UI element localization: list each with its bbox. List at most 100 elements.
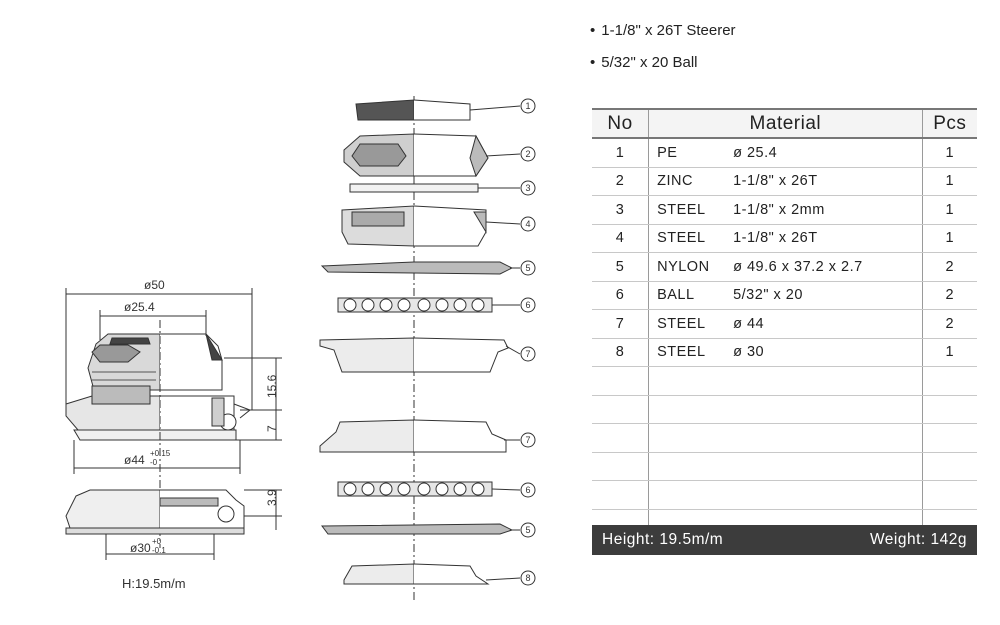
material-spec: 5/32" x 20 bbox=[733, 287, 803, 304]
callout-7b: 7 bbox=[525, 435, 530, 445]
material-name: BALL bbox=[657, 287, 695, 304]
dim-44-tol-dn: -0 bbox=[150, 458, 158, 467]
cell-no bbox=[592, 395, 650, 424]
cell-material: STEEL 1-1/8" x 2mm bbox=[648, 195, 923, 225]
dim-30-label: ø30 bbox=[130, 541, 151, 555]
cell-no bbox=[592, 366, 650, 396]
cell-pcs: 1 bbox=[922, 195, 977, 225]
cell-no: 2 bbox=[592, 167, 650, 196]
cell-material: STEEL 1-1/8" x 26T bbox=[648, 224, 923, 253]
cell-no: 6 bbox=[592, 281, 650, 310]
dim-254-label: ø25.4 bbox=[124, 300, 155, 314]
cell-pcs: 1 bbox=[922, 224, 977, 253]
cell-material: ZINC 1-1/8" x 26T bbox=[648, 167, 923, 196]
material-spec: ø 30 bbox=[733, 344, 765, 361]
height-summary: Height: 19.5m/m bbox=[602, 531, 724, 548]
cell-no: 1 bbox=[592, 138, 650, 168]
material-name: PE bbox=[657, 144, 678, 161]
cell-pcs: 2 bbox=[922, 252, 977, 282]
cell-material bbox=[648, 452, 923, 481]
material-name: STEEL bbox=[657, 344, 706, 361]
cell-no: 7 bbox=[592, 309, 650, 339]
header-pcs: Pcs bbox=[922, 108, 977, 139]
spec-line-ball: • 5/32" x 20 Ball bbox=[590, 54, 697, 71]
dim-50-label: ø50 bbox=[144, 278, 165, 292]
material-name: ZINC bbox=[657, 173, 693, 190]
material-spec: ø 44 bbox=[733, 315, 765, 332]
cell-no: 8 bbox=[592, 338, 650, 367]
bullet-icon: • bbox=[590, 54, 596, 71]
cell-material bbox=[648, 480, 923, 510]
table-row-empty bbox=[592, 423, 977, 453]
cell-pcs bbox=[922, 452, 977, 481]
material-spec: ø 25.4 bbox=[733, 144, 778, 161]
dim-39-label: 3.9 bbox=[265, 489, 279, 506]
table-header-row: No Material Pcs bbox=[592, 108, 977, 139]
cell-no bbox=[592, 480, 650, 510]
cell-pcs: 1 bbox=[922, 167, 977, 196]
cell-material bbox=[648, 366, 923, 396]
cell-no bbox=[592, 452, 650, 481]
table-row-empty bbox=[592, 480, 977, 510]
spec-ball-text: 5/32" x 20 Ball bbox=[601, 54, 698, 71]
dim-44-label: ø44 bbox=[124, 453, 145, 467]
callout-8: 8 bbox=[525, 573, 530, 583]
cell-no: 4 bbox=[592, 224, 650, 253]
dim-30-tol-dn: -0.1 bbox=[152, 546, 166, 555]
callout-1: 1 bbox=[525, 101, 530, 111]
cell-material: PE ø 25.4 bbox=[648, 138, 923, 168]
dim-156-label: 15.6 bbox=[265, 374, 279, 398]
material-spec: 1-1/8" x 26T bbox=[733, 230, 818, 247]
cell-no bbox=[592, 423, 650, 453]
callout-5: 5 bbox=[525, 263, 530, 273]
cell-pcs bbox=[922, 395, 977, 424]
cell-pcs bbox=[922, 366, 977, 396]
table-row-empty bbox=[592, 395, 977, 424]
dim-44-tol-up: +0.15 bbox=[150, 449, 171, 458]
callout-5b: 5 bbox=[525, 525, 530, 535]
material-spec: 1-1/8" x 26T bbox=[733, 173, 818, 190]
cell-material: NYLON ø 49.6 x 37.2 x 2.7 bbox=[648, 252, 923, 282]
table-row: 4 STEEL 1-1/8" x 26T 1 bbox=[592, 224, 977, 253]
callout-7: 7 bbox=[525, 349, 530, 359]
cell-pcs: 2 bbox=[922, 309, 977, 339]
cell-no: 5 bbox=[592, 252, 650, 282]
callout-4: 4 bbox=[525, 219, 530, 229]
spec-steerer-text: 1-1/8" x 26T Steerer bbox=[601, 22, 736, 39]
table-row: 8 STEEL ø 30 1 bbox=[592, 338, 977, 367]
cell-pcs bbox=[922, 480, 977, 510]
material-spec: ø 49.6 x 37.2 x 2.7 bbox=[733, 258, 863, 275]
headset-technical-drawing: ø50 ø25.4 15.6 7 ø44 +0.15 -0 3.9 ø30 +0… bbox=[65, 96, 536, 600]
weight-summary: Weight: 142g bbox=[869, 531, 967, 548]
material-name: STEEL bbox=[657, 230, 706, 247]
dim-7-label: 7 bbox=[265, 425, 279, 432]
cell-pcs: 1 bbox=[922, 338, 977, 367]
cell-material: STEEL ø 30 bbox=[648, 338, 923, 367]
cell-material: BALL 5/32" x 20 bbox=[648, 281, 923, 310]
callout-2: 2 bbox=[525, 149, 530, 159]
dim-30-tol-up: +0 bbox=[152, 537, 162, 546]
callout-6b: 6 bbox=[525, 485, 530, 495]
cell-material bbox=[648, 423, 923, 453]
summary-bar: Height: 19.5m/m Weight: 142g bbox=[592, 525, 977, 555]
table-row: 5 NYLON ø 49.6 x 37.2 x 2.7 2 bbox=[592, 252, 977, 282]
table-row-empty bbox=[592, 366, 977, 396]
header-no: No bbox=[592, 108, 650, 139]
material-spec: 1-1/8" x 2mm bbox=[733, 201, 825, 218]
material-name: STEEL bbox=[657, 201, 706, 218]
callout-6: 6 bbox=[525, 300, 530, 310]
cell-pcs bbox=[922, 423, 977, 453]
callout-3: 3 bbox=[525, 183, 530, 193]
material-name: NYLON bbox=[657, 258, 710, 275]
header-material: Material bbox=[648, 108, 923, 139]
bullet-icon: • bbox=[590, 22, 596, 39]
cell-material bbox=[648, 395, 923, 424]
spec-line-steerer: • 1-1/8" x 26T Steerer bbox=[590, 22, 736, 39]
